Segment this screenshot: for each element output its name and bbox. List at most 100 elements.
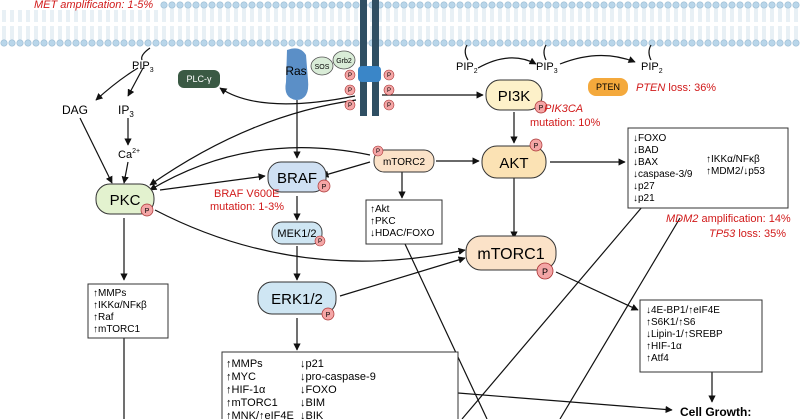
pkc-targets-item: ↑MMPs	[93, 288, 126, 299]
arrow-dag-to-pkc	[79, 117, 113, 184]
pkc-targets-item: ↑mTORC1	[93, 324, 140, 335]
svg-text:P: P	[539, 105, 544, 112]
svg-text:mTORC2: mTORC2	[383, 157, 425, 168]
met-amplification-note: MET amplification: 1-5%	[34, 0, 153, 11]
grb2-node: Grb2	[332, 50, 356, 70]
svg-text:P: P	[348, 103, 352, 109]
pkc-node: PKC P	[95, 183, 155, 217]
arrow-pip3-plc-curve	[141, 47, 151, 61]
mtorc2-targets-item: ↑PKC	[370, 216, 396, 227]
svg-text:P: P	[318, 239, 322, 245]
pip3-left-label: PIP3	[132, 60, 154, 74]
erk-targets-col1-item: ↑MYC	[226, 371, 256, 383]
akt-targets-col1-item: ↓p27	[633, 181, 655, 192]
arrow-mtorc2-to-pkc	[149, 147, 371, 191]
mtorc2-targets-box: ↑Akt↑PKC↓HDAC/FOXO	[365, 199, 443, 245]
pkc-targets-box: ↑MMPs↑IKKα/NFκβ↑Raf↑mTORC1	[87, 283, 169, 339]
dag-label: DAG	[62, 103, 88, 117]
pi3k-node: PI3K P	[485, 79, 548, 114]
akt-targets-col1-item: ↓p21	[633, 193, 655, 204]
svg-text:PI3K: PI3K	[498, 88, 531, 105]
arrow-erkbox-to-growth	[457, 392, 673, 414]
arrow-pip3-curve-mid	[543, 44, 547, 61]
svg-text:Ras: Ras	[285, 64, 306, 78]
svg-text:P: P	[348, 73, 352, 79]
pkc-targets-item: ↑Raf	[93, 312, 114, 323]
akt-node: AKT P	[481, 138, 547, 179]
pik3ca-annotation: PIK3CA	[544, 103, 583, 115]
arrow-pkc-to-braf	[159, 173, 266, 191]
svg-text:ERK1/2: ERK1/2	[271, 291, 323, 308]
arrow-pkc-to-mtorc1	[154, 209, 466, 262]
line-akt-cross-2	[559, 217, 681, 419]
arrow-erk-to-mtorc1	[339, 256, 466, 297]
arrow-receptor-to-plc	[219, 87, 356, 105]
arrow-mtorc2-to-braf	[321, 161, 371, 178]
braf-node: BRAF P	[267, 161, 331, 193]
receptor-phospho-group: P P P P P P	[344, 69, 395, 111]
svg-text:P: P	[326, 312, 331, 319]
svg-text:PIP2: PIP2	[456, 61, 478, 75]
erk-targets-col1-item: ↑MNK/↑eIF4E	[226, 410, 294, 419]
braf-v600e-annotation: BRAF V600E	[214, 188, 279, 200]
akt-targets-col1-item: ↓BAD	[633, 145, 659, 156]
svg-text:mTORC1: mTORC1	[477, 246, 544, 263]
svg-text:MEK1/2: MEK1/2	[277, 228, 316, 240]
svg-text:PIP2: PIP2	[641, 61, 663, 75]
mtorc1-targets-box: ↓4E-BP1/↑eIF4E↑S6K1/↑S6↓Lipin-1/↑SREBP↑H…	[639, 299, 763, 373]
svg-text:Grb2: Grb2	[336, 58, 352, 65]
svg-text:PIP3: PIP3	[132, 60, 154, 74]
erk-targets-col2-item: ↓FOXO	[300, 384, 337, 396]
svg-text:P: P	[534, 143, 539, 150]
svg-text:PKC: PKC	[110, 192, 141, 209]
mtorc1-targets-item: ↓Lipin-1/↑SREBP	[646, 329, 723, 340]
pten-loss-annotation: PTEN loss: 36%	[636, 82, 716, 94]
mtorc1-targets-item: ↑Atf4	[646, 353, 669, 364]
pik3ca-mutation-annotation: mutation: 10%	[530, 117, 601, 129]
cell-growth-label: Cell Growth:	[680, 405, 751, 419]
tp53-annotation: TP53 loss: 35%	[709, 228, 786, 240]
akt-targets-col1-item: ↓caspase-3/9	[633, 169, 693, 180]
svg-text:P: P	[348, 88, 352, 94]
akt-targets-col1-item: ↓BAX	[633, 157, 658, 168]
akt-targets-box: ↓FOXO↓BAD↓BAX↓caspase-3/9↓p27↓p21 ↑IKKα/…	[627, 127, 789, 209]
svg-text:P: P	[387, 103, 391, 109]
mtorc1-node: mTORC1 P	[465, 235, 557, 280]
plc-gamma-node: PLC-γ	[178, 70, 220, 88]
arrow-pip2-to-pip3	[477, 57, 537, 69]
erk-targets-col1-item: ↑mTORC1	[226, 397, 278, 409]
svg-text:P: P	[322, 184, 327, 191]
line-mtorc2box-down	[404, 243, 488, 419]
erk-targets-col2-item: ↓BIK	[300, 410, 324, 419]
akt-targets-col2-item: ↑IKKα/NFκβ	[706, 154, 760, 165]
svg-text:P: P	[145, 208, 150, 215]
erk-targets-col2-item: ↓p21	[300, 358, 324, 370]
svg-text:BRAF: BRAF	[277, 170, 317, 187]
receptor-tyrosine-kinase	[358, 0, 381, 116]
erk-targets-col1-item: ↑MMPs	[226, 358, 263, 370]
pip2-a-label: PIP2	[456, 61, 478, 75]
svg-text:AKT: AKT	[499, 155, 528, 172]
mtorc2-targets-item: ↓HDAC/FOXO	[370, 228, 435, 239]
calcium-label: Ca2+	[118, 148, 140, 161]
arrow-ca-to-pkc	[121, 161, 129, 184]
pkc-targets-item: ↑IKKα/NFκβ	[93, 300, 147, 311]
mtorc1-targets-item: ↑S6K1/↑S6	[646, 317, 696, 328]
arrow-pten-pip3-to-pip2	[559, 54, 636, 65]
arrow-receptor-to-pkc	[149, 99, 357, 186]
svg-text:PLC-γ: PLC-γ	[186, 74, 212, 84]
arrow-pip3-to-ip3	[127, 67, 144, 97]
akt-targets-col1-item: ↓FOXO	[633, 133, 667, 144]
svg-text:SOS: SOS	[315, 64, 330, 71]
svg-text:P: P	[387, 73, 391, 79]
erk-targets-col1-item: ↑HIF-1α	[226, 384, 266, 396]
pip2-b-label: PIP2	[641, 61, 663, 75]
pten-node: PTEN	[588, 78, 628, 96]
line-akt-cross-1	[461, 199, 649, 419]
mtorc2-node: mTORC2 P	[372, 145, 435, 173]
sos-node: SOS	[310, 56, 334, 76]
erk-targets-col2-item: ↓pro-caspase-9	[300, 371, 376, 383]
arrow-mtorc1-to-targets	[555, 271, 639, 311]
arrow-pip3-curve-right	[648, 44, 652, 61]
